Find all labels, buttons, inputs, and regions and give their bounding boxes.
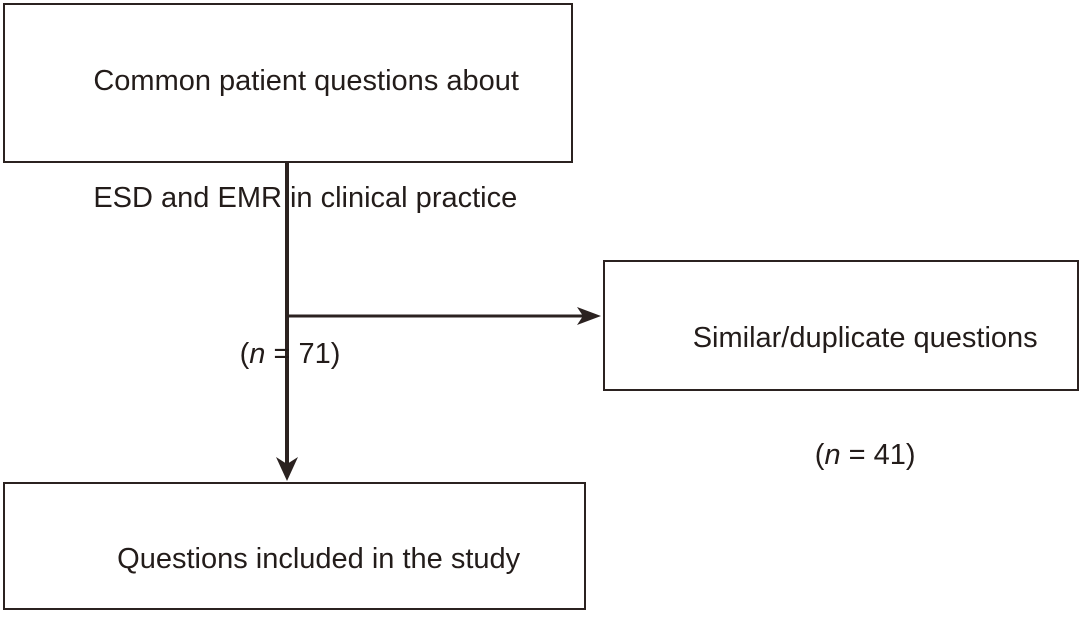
excluded-count-paren-close: ) — [905, 439, 916, 471]
source-line-2: ESD and EMR in clinical practice — [93, 182, 518, 214]
source-count-value: 71 — [298, 338, 331, 370]
included-questions-box: Questions included in the study (n = 30) — [3, 482, 586, 610]
arrowhead-down-icon — [276, 457, 298, 481]
source-line-1: Common patient questions about — [93, 65, 519, 97]
source-count-paren-close: ) — [330, 338, 341, 370]
source-questions-text: Common patient questions about ESD and E… — [45, 23, 535, 452]
included-questions-text: Questions included in the study (n = 30) — [5, 501, 584, 617]
excluded-count-paren-open: ( — [814, 439, 825, 471]
source-count-symbol: n — [249, 338, 266, 370]
excluded-count-equals: = — [840, 439, 874, 471]
source-questions-box: Common patient questions about ESD and E… — [3, 3, 573, 370]
arrowhead-right-icon — [577, 307, 601, 325]
excluded-questions-box: Similar/duplicate questions (n = 41) — [603, 260, 1079, 471]
source-count-equals: = — [265, 338, 299, 370]
source-count-paren-open: ( — [239, 338, 250, 370]
excluded-count-line: (n = 41) — [815, 439, 916, 471]
excluded-count-symbol: n — [824, 439, 841, 471]
excluded-count-value: 41 — [873, 439, 906, 471]
excluded-line-1: Similar/duplicate questions — [692, 322, 1038, 354]
included-line-1: Questions included in the study — [117, 543, 521, 575]
excluded-questions-text: Similar/duplicate questions (n = 41) — [605, 280, 1077, 514]
source-count-line: (n = 71) — [45, 335, 535, 374]
